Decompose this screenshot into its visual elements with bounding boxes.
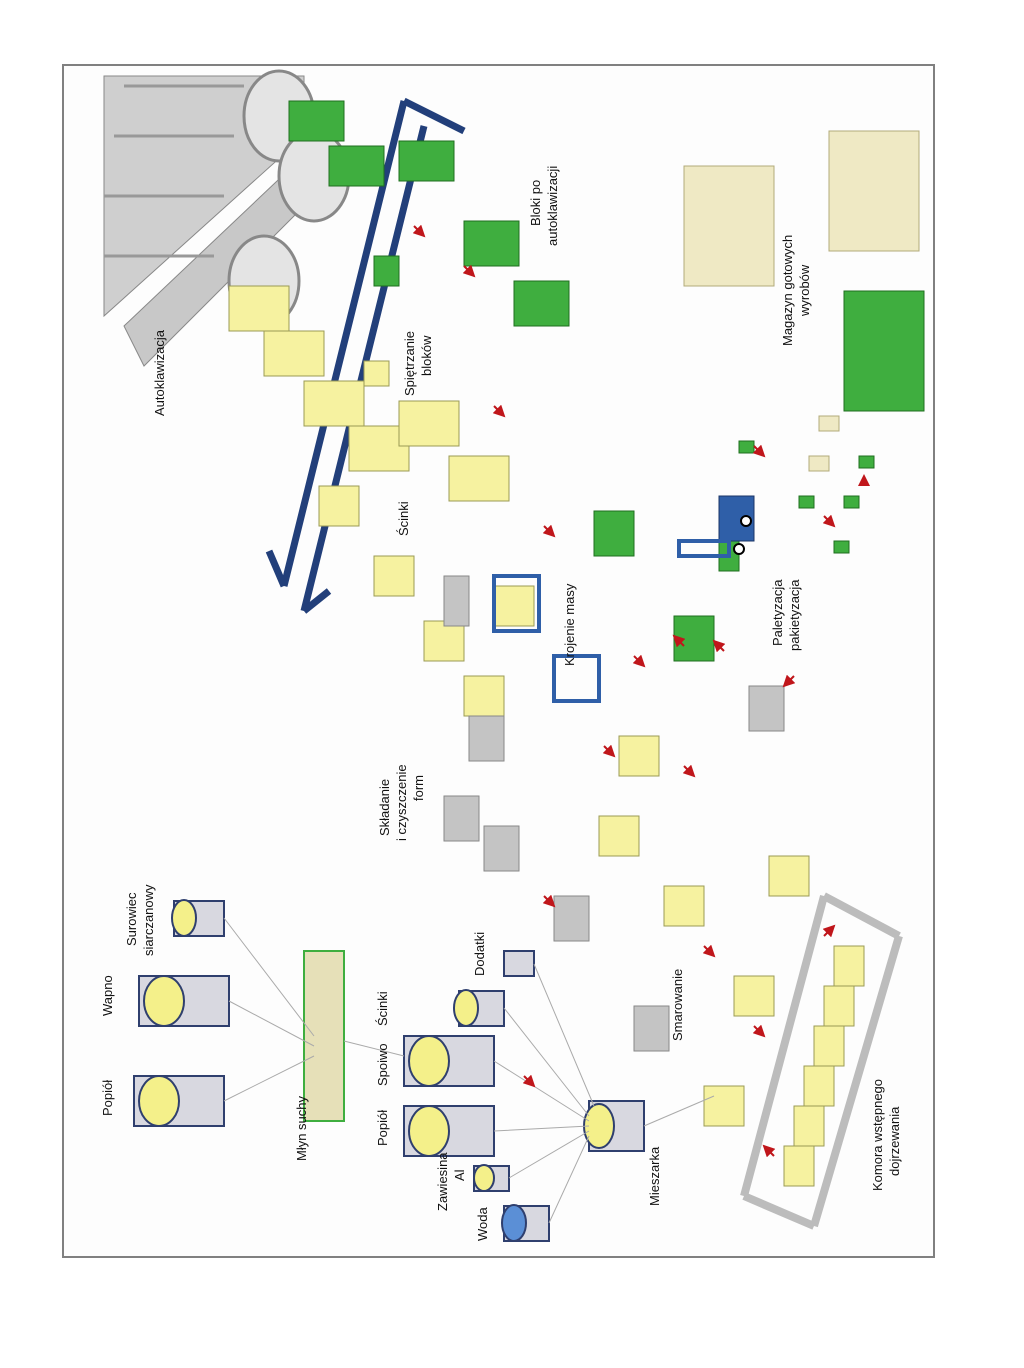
label-scinki-top: Ścinki xyxy=(396,501,411,536)
label-krojenie: Krojenie masy xyxy=(562,583,577,666)
product-stacks xyxy=(683,130,920,472)
label-komora-line2: dojrzewania xyxy=(887,1106,902,1176)
label-popiol-bottom: Popiół xyxy=(375,1110,390,1146)
raw-blocks xyxy=(228,285,810,1127)
label-komora-line1: Komora wstępnego xyxy=(870,1079,885,1191)
label-magazyn-line2: wyrobów xyxy=(797,264,812,317)
label-magazyn-line1: Magazyn gotowych xyxy=(780,235,795,346)
label-mieszarka: Mieszarka xyxy=(647,1146,662,1206)
label-woda: Woda xyxy=(475,1207,490,1241)
diagram-frame: Autoklawizacja Bloki po autoklawizacji S… xyxy=(62,64,935,1258)
label-paletyzacja-line2: pakietyzacja xyxy=(787,579,802,651)
cutting-frames xyxy=(492,574,601,703)
label-zawiesina-line1: Zawiesina xyxy=(435,1152,450,1211)
label-popiol-top: Popiół xyxy=(100,1080,115,1116)
label-surowiec-line2: siarczanowy xyxy=(141,884,156,956)
label-spietrzanie-line2: bloków xyxy=(419,335,434,376)
label-surowiec-line1: Surowiec xyxy=(124,892,139,946)
label-smarowanie: Smarowanie xyxy=(670,969,685,1041)
label-zawiesina-line2: Al xyxy=(452,1169,467,1181)
process-diagram: Autoklawizacja Bloki po autoklawizacji S… xyxy=(100,69,925,1242)
process-arrows xyxy=(412,224,870,1158)
label-bloki-line2: autoklawizacji xyxy=(545,166,560,246)
silo-dodatki xyxy=(503,950,535,977)
label-scinki-bottom: Ścinki xyxy=(375,991,390,1026)
label-paletyzacja-line1: Paletyzacja xyxy=(770,579,785,646)
label-wapno: Wapno xyxy=(100,975,115,1016)
label-bloki-line1: Bloki po xyxy=(528,180,543,226)
label-spoiwo: Spoiwo xyxy=(375,1043,390,1086)
molds xyxy=(443,575,785,1052)
silos xyxy=(133,899,645,1242)
label-skladanie-line2: i czyszczenie xyxy=(394,764,409,841)
label-spietrzanie-line1: Spiętrzanie xyxy=(402,331,417,396)
forklift xyxy=(677,495,755,558)
mill xyxy=(303,950,345,1122)
label-dodatki: Dodatki xyxy=(472,932,487,976)
connector-lines xyxy=(223,917,715,1224)
label-skladanie-line3: form xyxy=(411,775,426,801)
chamber-cars xyxy=(783,945,865,1187)
label-skladanie-line1: Składanie xyxy=(377,779,392,836)
label-autoklawizacja: Autoklawizacja xyxy=(152,329,167,416)
autoclave-group xyxy=(103,69,351,367)
label-mlyn: Młyn suchy xyxy=(294,1095,309,1161)
pre-curing-chamber xyxy=(740,892,903,1230)
